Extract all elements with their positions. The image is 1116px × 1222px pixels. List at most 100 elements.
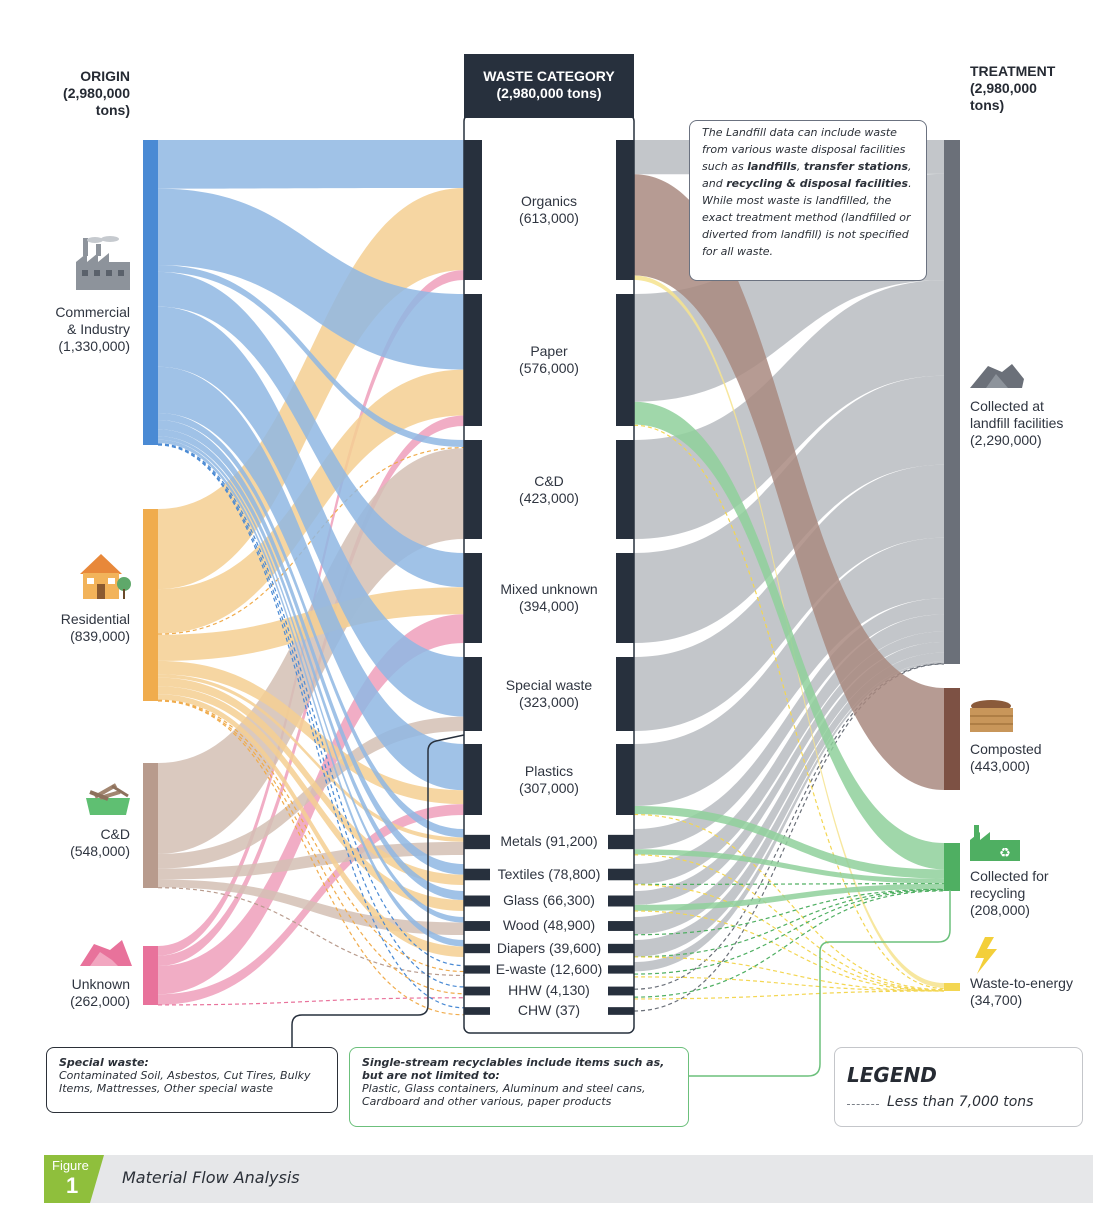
category-header: WASTE CATEGORY (2,980,000 tons) — [464, 68, 634, 102]
category-value: (576,000) — [519, 360, 579, 376]
special-waste-note: Special waste: Contaminated Soil, Asbest… — [46, 1047, 338, 1113]
special-waste-callout-line — [291, 734, 465, 1047]
treatment-label-value: (34,700) — [970, 992, 1023, 1008]
house-icon — [80, 554, 131, 599]
flow-pla-to-rc — [634, 805, 944, 879]
note-text: , and — [702, 160, 912, 190]
landfill-data-note: The Landfill data can include waste from… — [689, 120, 927, 281]
figure-word: Figure — [52, 1158, 89, 1173]
category-bar-left-cnd — [464, 440, 482, 539]
category-label-spe: Special waste(323,000) — [484, 677, 614, 711]
treatment-bar-rc — [944, 843, 960, 891]
category-value: (394,000) — [519, 598, 579, 614]
category-label-cnd: C&D(423,000) — [484, 473, 614, 507]
treatment-header-line1: TREATMENT — [970, 63, 1056, 79]
note-text: The Landfill data can include waste from… — [702, 126, 906, 173]
treatment-label-line: Composted — [970, 741, 1042, 757]
svg-text:♻: ♻ — [999, 846, 1011, 861]
lightning-icon — [975, 937, 997, 974]
category-bar-right-org — [616, 140, 634, 280]
flow-res-to-cnd — [157, 447, 465, 635]
treatment-bar-co — [944, 688, 960, 790]
flow-ci-to-cnd — [158, 264, 464, 448]
category-name: Plastics — [524, 762, 574, 779]
flow-spe-to-lf — [634, 464, 944, 731]
flow-res-to-tex — [158, 677, 464, 885]
category-bar-right-spe — [616, 657, 634, 731]
flow-ci-to-pla — [158, 366, 464, 791]
category-name: Paper — [530, 343, 568, 359]
origin-label-value: (1,330,000) — [58, 338, 130, 354]
flow-ci-to-dia — [158, 439, 464, 947]
flow-dia-to-we — [633, 956, 945, 992]
flow-pla-to-lf — [634, 537, 944, 806]
flow-unk-to-mix — [158, 614, 464, 995]
flow-gla-to-we — [633, 910, 945, 992]
origin-label-residential: Residential (839,000) — [20, 611, 130, 645]
category-bar-right-tex — [608, 868, 634, 881]
category-label-gla: Glass (66,300) — [484, 892, 614, 909]
origin-bar-ci — [143, 140, 158, 445]
note-text: . While most waste is landfilled, the ex… — [702, 177, 912, 258]
category-name: HHW (4,130) — [508, 982, 590, 998]
category-name: Mixed unknown — [500, 581, 598, 597]
special-waste-note-title: Special waste: — [59, 1056, 149, 1069]
flow-res-to-met — [158, 674, 464, 842]
treatment-node-bars — [944, 140, 960, 991]
category-bar-left-tex — [464, 868, 490, 881]
treatment-label-line: Collected at — [970, 398, 1044, 414]
single-stream-recyclables-note: Single-stream recyclables include items … — [349, 1047, 689, 1127]
origin-header-line3: tons) — [95, 102, 130, 118]
category-bar-left-chw — [464, 1007, 490, 1015]
special-waste-note-body: Contaminated Soil, Asbestos, Cut Tires, … — [59, 1069, 311, 1095]
category-bar-right-hhw — [608, 986, 634, 996]
origin-label-value: (262,000) — [70, 993, 130, 1009]
category-bar-left-hhw — [464, 986, 490, 996]
flow-dia-to-lf — [634, 652, 944, 957]
origin-bar-cd — [143, 763, 158, 888]
flow-cnd-to-lf — [634, 280, 944, 539]
category-bar-right-dia — [608, 943, 634, 954]
legend-box: LEGEND Less than 7,000 tons — [834, 1047, 1083, 1127]
flow-pla-to-we — [633, 813, 945, 991]
origin-label-line: Residential — [60, 611, 130, 627]
flow-res-to-gla — [158, 686, 464, 911]
treatment-label-landfill: Collected at landfill facilities (2,290,… — [970, 398, 1110, 449]
category-label-tex: Textiles (78,800) — [484, 866, 614, 883]
compost-crate-icon — [970, 700, 1013, 732]
flow-cd-to-spe — [158, 716, 464, 869]
category-name: Textiles (78,800) — [497, 865, 601, 882]
figure-badge — [44, 1155, 104, 1203]
category-name: CHW (37) — [517, 1002, 581, 1018]
treatment-bar-lf — [944, 140, 960, 664]
flow-woo-to-lf — [634, 641, 944, 935]
figure-caption-bar — [44, 1155, 1093, 1203]
category-label-met: Metals (91,200) — [484, 833, 614, 850]
origin-label-line: Unknown — [71, 976, 130, 992]
flow-gla-to-lf — [634, 631, 944, 905]
category-bar-left-met — [464, 834, 490, 850]
flow-woo-to-rc — [633, 888, 945, 936]
origin-label-value: (548,000) — [70, 843, 130, 859]
callout-connector-lines — [291, 734, 951, 1077]
figure-title: Material Flow Analysis — [122, 1168, 300, 1187]
category-value: (423,000) — [519, 489, 579, 506]
category-bar-right-met — [608, 834, 634, 850]
flow-res-to-chw — [157, 700, 465, 1016]
recycling-factory-icon: ♻ — [970, 825, 1020, 861]
flow-gla-to-rc — [634, 883, 944, 911]
flow-met-to-lf — [634, 598, 944, 850]
treatment-bar-we — [944, 983, 960, 991]
flow-cd-to-met — [158, 841, 464, 880]
category-name: Organics — [520, 193, 578, 209]
category-header-line1: WASTE CATEGORY — [483, 68, 615, 84]
category-label-pap: Paper(576,000) — [484, 343, 614, 377]
flow-ci-to-ewa — [157, 443, 465, 967]
category-name: E-waste (12,600) — [495, 960, 603, 977]
category-label-chw: CHW (37) — [484, 1002, 614, 1019]
category-to-treatment-flows — [633, 140, 945, 1012]
category-label-pla: Plastics(307,000) — [484, 763, 614, 797]
category-bar-left-gla — [464, 895, 490, 907]
figure-number: 1 — [66, 1173, 79, 1198]
